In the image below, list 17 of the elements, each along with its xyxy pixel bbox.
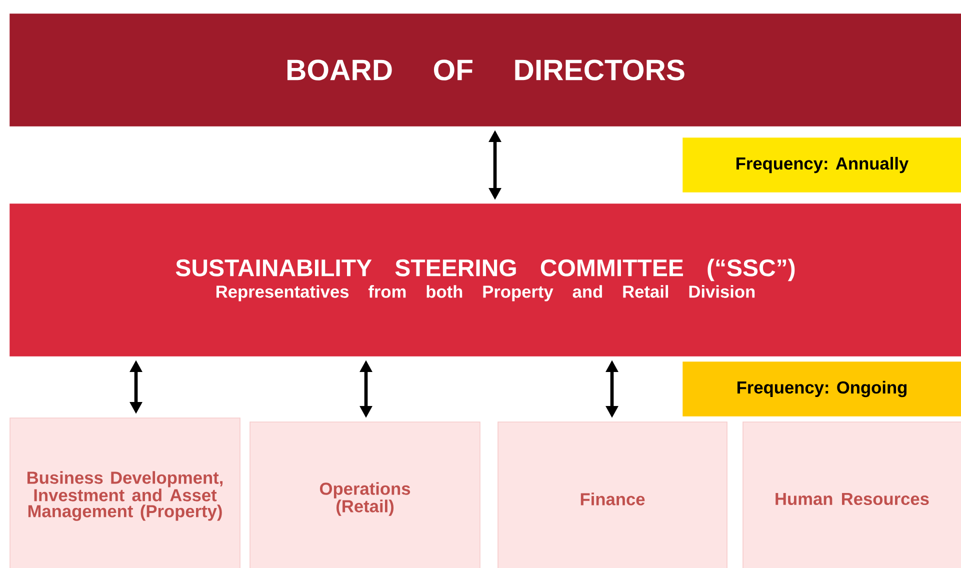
- node-label: Frequency: Ongoing: [737, 380, 907, 398]
- node-label: BOARD OF DIRECTORS: [287, 60, 684, 80]
- department-box: [10, 418, 240, 568]
- department-box: [498, 422, 728, 568]
- board-box: [10, 14, 961, 126]
- node-label: Representatives from both Property and Retail Division: [216, 285, 755, 302]
- node-label: Finance: [580, 492, 645, 506]
- node-label: Business Development, Investment and Asset Management (Property): [27, 471, 223, 521]
- frequency-box: [682, 362, 961, 416]
- node-label: Human Resources: [776, 492, 929, 506]
- department-box: [742, 422, 961, 568]
- committee-box: [10, 204, 961, 356]
- node-label: Frequency: Annually: [736, 156, 909, 174]
- node-label: Operations (Retail): [320, 482, 410, 516]
- department-box: [250, 422, 480, 568]
- frequency-box: [682, 138, 961, 192]
- node-label: SUSTAINABILITY STEERING COMMITTEE (“SSC”): [176, 258, 795, 282]
